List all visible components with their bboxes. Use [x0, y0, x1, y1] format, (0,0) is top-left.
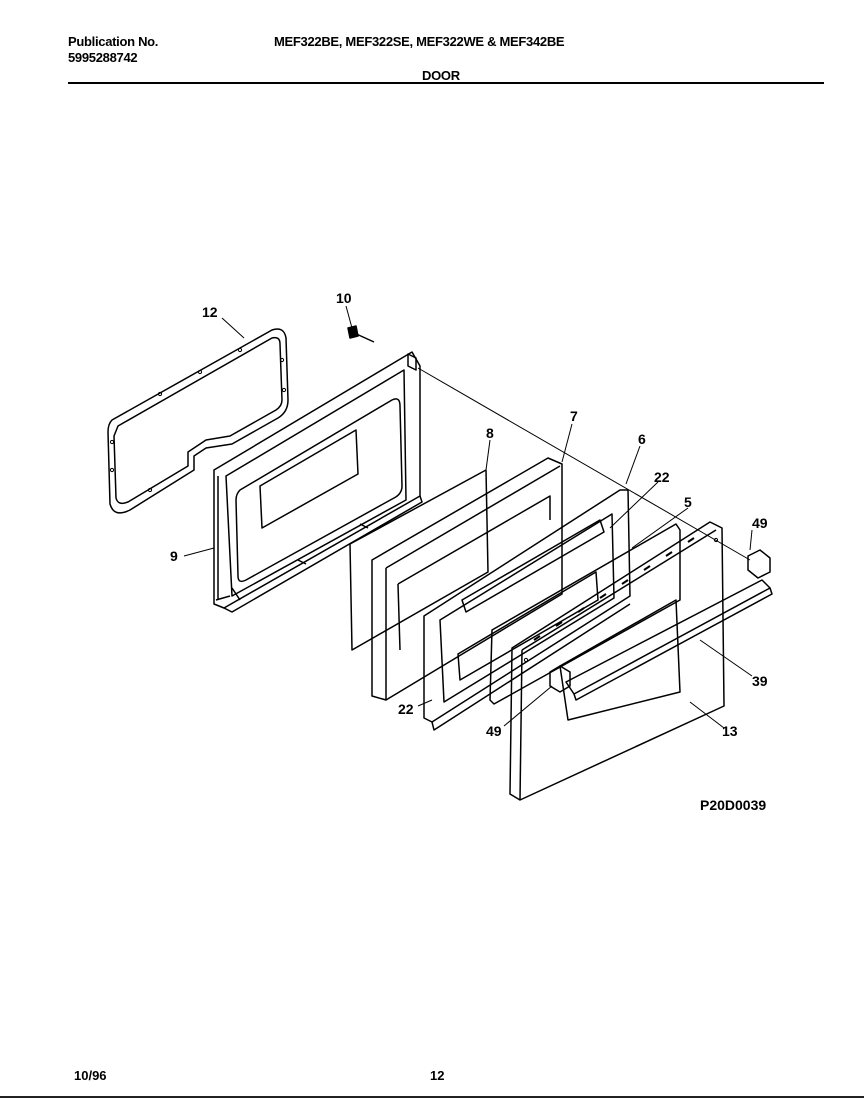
inner-glass [423, 489, 631, 731]
screw [347, 325, 375, 343]
handle-end-cap-right [747, 549, 771, 579]
door-handle [565, 579, 773, 701]
footer-date: 10/96 [74, 1068, 107, 1083]
callout-12: 12 [202, 304, 218, 320]
publication-number: 5995288742 [68, 50, 138, 65]
door-frame [371, 457, 563, 701]
model-numbers: MEF322BE, MEF322SE, MEF322WE & MEF342BE [274, 34, 565, 49]
door-liner-panel [213, 351, 423, 613]
outer-door-panel [509, 521, 725, 801]
door-gasket [107, 328, 289, 514]
callout-39: 39 [752, 673, 768, 689]
footer-rule [0, 1096, 864, 1098]
page-number: 12 [430, 1068, 445, 1083]
leader-lines [183, 305, 753, 729]
publication-label: Publication No. [68, 34, 159, 49]
callout-49-top: 49 [752, 515, 768, 531]
callout-49-bottom: 49 [486, 723, 502, 739]
callout-6: 6 [638, 431, 646, 447]
callout-13: 13 [722, 723, 738, 739]
figure-code: P20D0039 [700, 797, 766, 813]
callout-22-top: 22 [654, 469, 670, 485]
insulation [349, 469, 489, 651]
callout-7: 7 [570, 408, 578, 424]
callout-22-bottom: 22 [398, 701, 414, 717]
handle-end-cap-left [549, 665, 571, 693]
header-rule [68, 82, 824, 84]
callout-10: 10 [336, 290, 352, 306]
callout-5: 5 [684, 494, 692, 510]
middle-glass [489, 523, 681, 705]
callout-9: 9 [170, 548, 178, 564]
callout-8: 8 [486, 425, 494, 441]
section-title: DOOR [422, 68, 460, 83]
alignment-line [417, 367, 751, 561]
